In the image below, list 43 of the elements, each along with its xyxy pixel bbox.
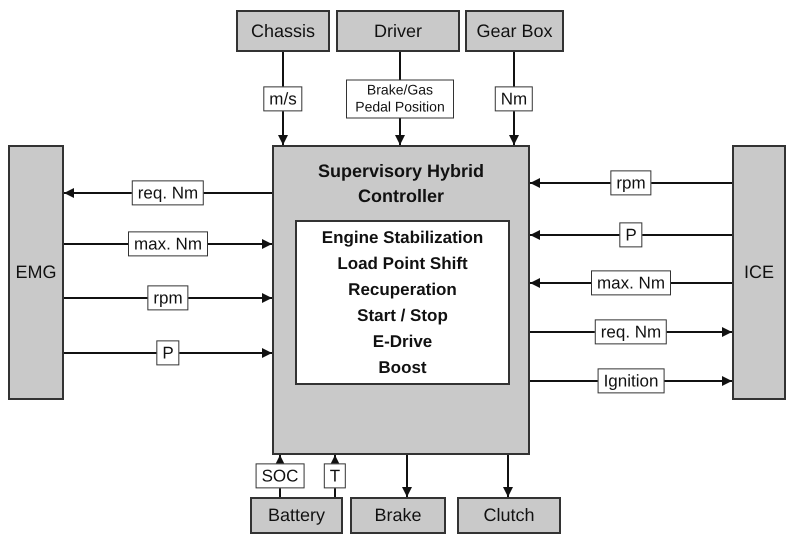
component-box xyxy=(250,497,343,534)
function-text: Load Point Shift xyxy=(337,252,468,274)
function-text: E-Drive xyxy=(372,330,432,352)
arrow xyxy=(530,230,732,240)
component-label: Clutch xyxy=(483,504,535,527)
component-box xyxy=(457,497,561,534)
edge-label: rpm xyxy=(147,285,189,311)
component-box xyxy=(336,10,460,52)
edge-label: P xyxy=(619,222,643,248)
component-box xyxy=(236,10,330,52)
arrow xyxy=(503,455,513,497)
component-box xyxy=(465,10,564,52)
edge-label: m/s xyxy=(263,86,303,112)
edge-label: req. Nm xyxy=(132,180,204,206)
function-text: Boost xyxy=(378,356,427,378)
edge-label: req. Nm xyxy=(594,319,668,345)
edge-label: Brake/Gas Pedal Position xyxy=(346,79,454,118)
component-label: Battery xyxy=(268,504,326,527)
component-box xyxy=(732,145,786,400)
function-text: Engine Stabilization xyxy=(322,226,484,249)
edge-label: T xyxy=(324,463,346,489)
component-label: Brake xyxy=(374,504,422,527)
component-label: ICE xyxy=(744,261,774,284)
edge-label: Nm xyxy=(494,86,534,112)
arrow xyxy=(64,348,272,358)
edge-label: max. Nm xyxy=(128,231,208,257)
component-label: Driver xyxy=(374,20,422,42)
component-box xyxy=(8,145,64,400)
controller-title: Supervisory Hybrid Controller xyxy=(316,160,486,208)
edge-label: max. Nm xyxy=(591,270,671,296)
component-box xyxy=(350,497,446,534)
function-list-box xyxy=(295,220,510,385)
component-label: Chassis xyxy=(250,20,316,42)
component-label: Gear Box xyxy=(476,20,553,42)
controller-box xyxy=(272,145,530,455)
component-label: EMG xyxy=(15,261,56,284)
edge-label: SOC xyxy=(256,463,304,489)
arrow xyxy=(402,455,412,497)
function-text: Recuperation xyxy=(348,278,457,300)
function-text: Start / Stop xyxy=(357,304,448,326)
edge-label: Ignition xyxy=(598,368,664,394)
edge-label: P xyxy=(156,340,180,366)
edge-label: rpm xyxy=(610,170,652,196)
